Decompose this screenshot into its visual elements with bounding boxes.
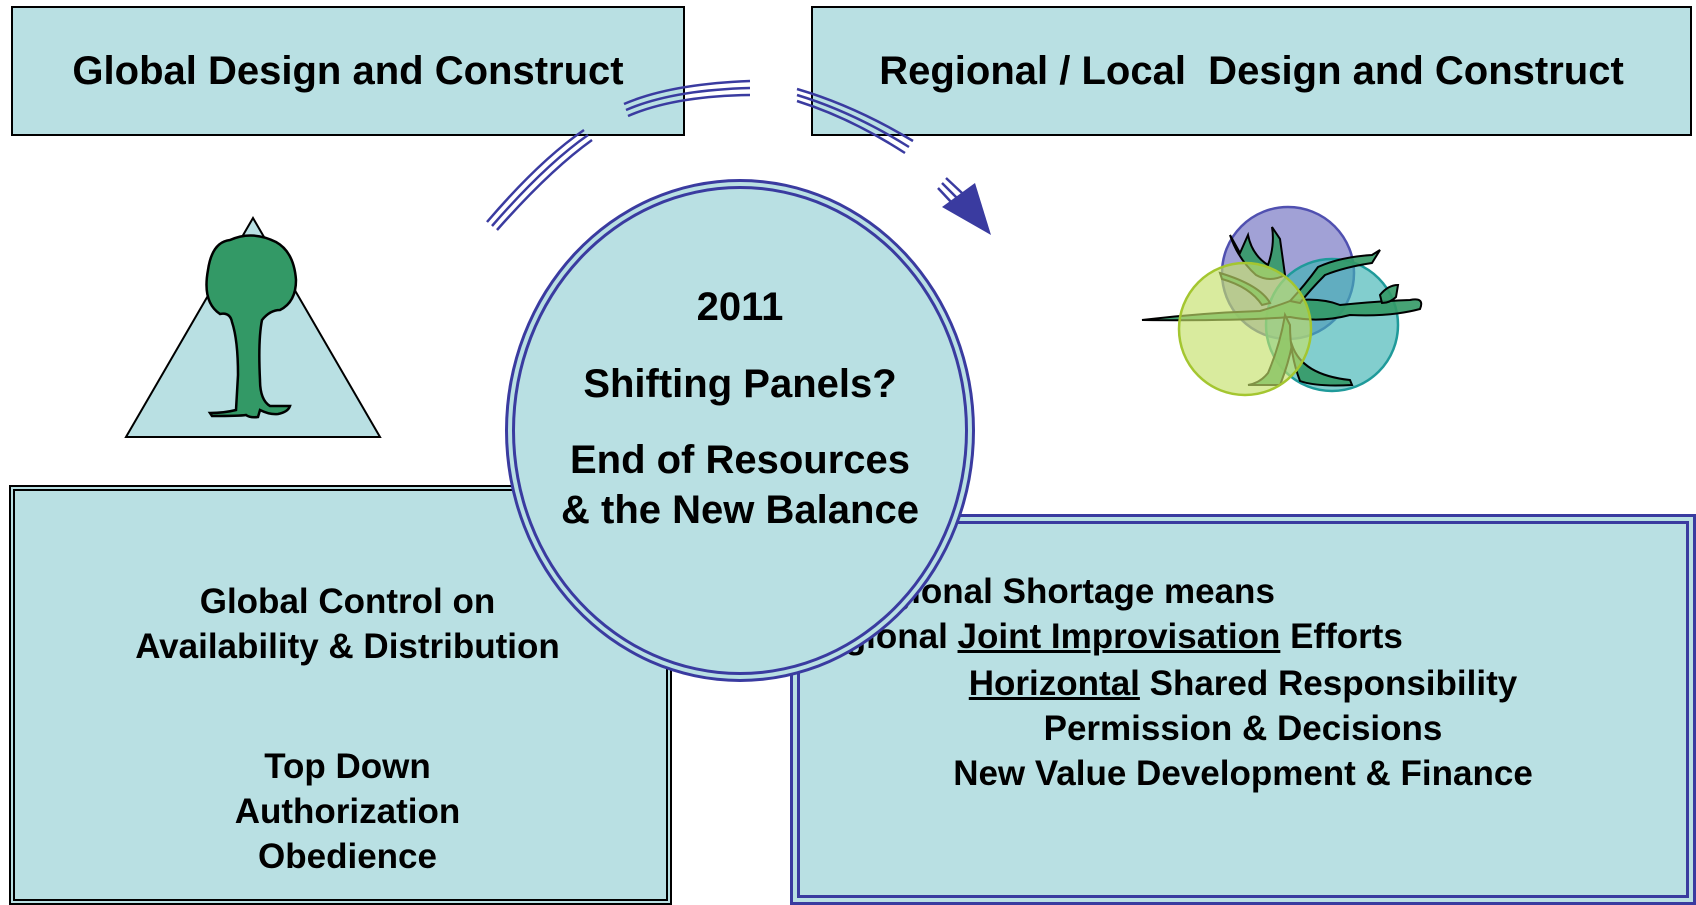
horizontal-responsibility-line: Horizontal Shared Responsibility (800, 661, 1686, 706)
center-year: 2011 (696, 285, 784, 329)
overlapping-circles-tree-icon (1141, 205, 1423, 397)
regional-shortage-panel: Regional Shortage means Regional Joint I… (790, 514, 1696, 905)
authorization-line: Authorization (234, 792, 461, 831)
global-control-line-1: Global Control on (199, 582, 496, 621)
center-circle: 2011 Shifting Panels? End of Resources &… (505, 179, 975, 682)
arrowhead (942, 183, 991, 235)
arc-top-left (623, 79, 751, 118)
arc-top-right (796, 87, 914, 155)
arc-left (486, 128, 593, 231)
line-3-suffix: Shared Responsibility (1139, 664, 1518, 703)
center-line-1: Shifting Panels? (583, 362, 897, 406)
tree-in-triangle-icon (124, 216, 382, 438)
global-design-title-box: Global Design and Construct (11, 6, 685, 136)
new-value-line: New Value Development & Finance (953, 754, 1533, 793)
global-control-line-2: Availability & Distribution (135, 627, 560, 666)
global-design-title: Global Design and Construct (72, 48, 624, 93)
top-down-line: Top Down (264, 747, 431, 786)
line-2-suffix: Efforts (1280, 617, 1403, 656)
regional-shortage-line-1: Regional Shortage means (845, 572, 1275, 611)
horizontal-underlined: Horizontal (968, 664, 1140, 703)
joint-improvisation-underlined: Joint Improvisation (957, 617, 1281, 656)
obedience-line: Obedience (258, 837, 437, 876)
center-line-2: End of Resources (569, 438, 911, 482)
regional-design-title-box: Regional / Local Design and Construct (811, 6, 1692, 136)
center-line-3: & the New Balance (561, 488, 919, 532)
permission-decisions-line: Permission & Decisions (1043, 709, 1443, 748)
regional-design-title: Regional / Local Design and Construct (879, 48, 1624, 93)
arc-tail-right (937, 177, 963, 204)
